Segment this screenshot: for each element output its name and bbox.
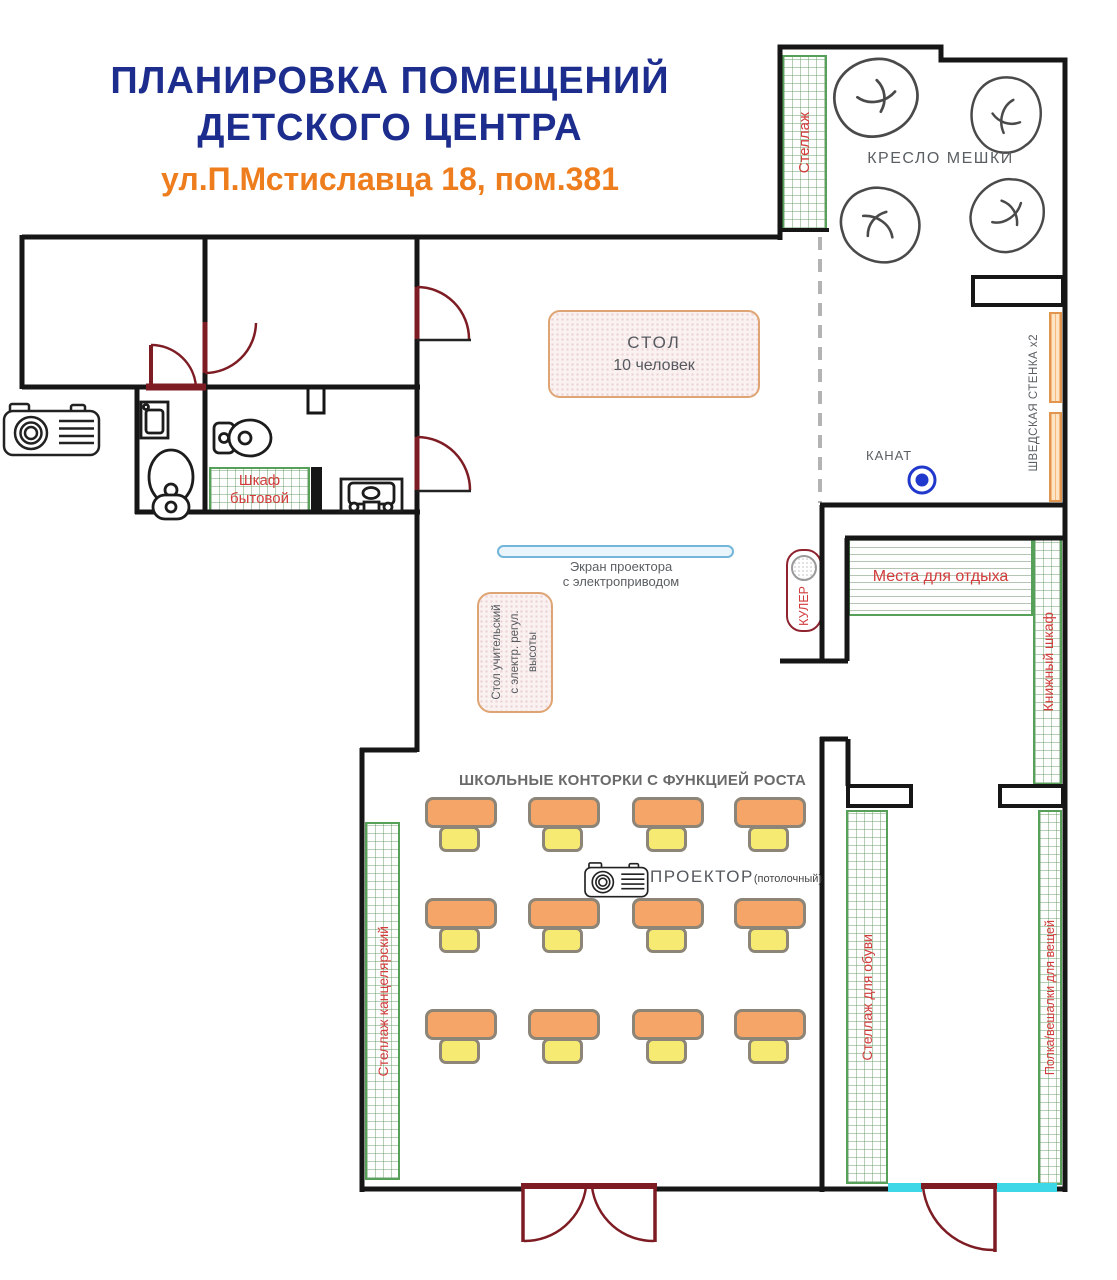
shoe-shelf-label: Стеллаж для обуви [859,933,875,1061]
swedish-wall-bar [1049,412,1062,502]
standing-desk [734,898,806,955]
beanbag-room-label: КРЕСЛО МЕШКИ [867,150,1014,167]
swedish-wall-label-box: ШВЕДСКАЯ СТЕНКА х2 [1024,305,1044,500]
shelf-rack-label: Стеллаж [796,111,813,174]
standing-desk [528,797,600,854]
page-title: ПЛАНИРОВКА ПОМЕЩЕНИЙ ДЕТСКОГО ЦЕНТРА ул.… [40,58,740,199]
rope-icon [907,465,937,495]
shelf-rack: Стеллаж [782,55,827,230]
hanger-shelf: Полка/вешалки для вещей [1038,810,1062,1185]
stationery-shelf-label: Стеллаж канцелярский [374,925,391,1077]
stationery-shelf: Стеллаж канцелярский [365,822,400,1180]
title-address: ул.П.Мстиславца 18, пом.381 [161,161,619,197]
door-swing-arc [921,1186,996,1252]
rest-zone-label: Места для отдыха [872,568,1009,585]
standing-desk [632,797,704,854]
standing-desk [632,1009,704,1066]
water-cooler-label-box: КУЛЕР [786,583,822,629]
standing-desk [734,1009,806,1066]
door-swing-arc [204,322,258,375]
threshold-strip [888,1183,922,1192]
door-swing-arc [590,1186,655,1243]
projector-icon [2,402,101,457]
standing-desk [425,898,497,955]
ceiling-projector-icon [584,862,649,898]
window-niche [971,275,1065,307]
washbasin-icon [339,477,404,513]
bean-bag-icon [955,163,1061,268]
utility-cabinet: Шкаф бытовой [209,467,310,513]
title-line-1: ПЛАНИРОВКА ПОМЕЩЕНИЙ [110,60,670,102]
standing-desk [425,1009,497,1066]
door-swing-arc [523,1186,588,1243]
shoe-shelf: Стеллаж для обуви [846,810,888,1184]
standing-desk [528,898,600,955]
teacher-desk [477,592,553,713]
water-cooler-bottle [791,555,817,581]
projector-note: (потолочный) [753,873,823,885]
bookcase: Книжный шкаф [1033,538,1062,785]
projector-screen-label-1: Экран проектора [569,559,673,574]
teacher-desk-label: Стол учительский с электр. регул. высоты [491,604,539,700]
classroom-heading: ШКОЛЬНЫЕ КОНТОРКИ С ФУНКЦИЕЙ РОСТА [459,772,807,789]
door-swing-arc [150,343,198,388]
sink-icon [139,400,170,440]
wall-stub [846,784,913,808]
rope-label: КАНАТ [866,448,913,463]
projector-screen-label-2: с электроприводом [562,574,680,589]
bean-bag-icon [826,171,934,278]
toilet-icon [147,448,195,521]
rest-zone: Места для отдыха [848,538,1033,616]
bean-bag-icon [824,48,928,147]
projector-screen [497,545,734,558]
door-swing-arc [416,285,471,340]
standing-desk [425,797,497,854]
table-label: СТОЛ [627,333,681,352]
swedish-wall-label: ШВЕДСКАЯ СТЕНКА х2 [1028,333,1040,472]
projector-label: ПРОЕКТОР(потолочный) [650,867,823,886]
wall-stub [311,467,322,513]
title-line-2: ДЕТСКОГО ЦЕНТРА [197,107,583,149]
standing-desk [528,1009,600,1066]
door-swing-arc [416,435,472,491]
table-sublabel: 10 человек [613,357,695,374]
bookcase-label: Книжный шкаф [1039,611,1056,712]
bean-bag-icon [964,70,1048,160]
toilet-icon [212,418,273,458]
swedish-wall-bar [1049,312,1062,403]
wall-stub [998,784,1065,808]
standing-desk [734,797,806,854]
standing-desk [632,898,704,955]
wall-stub [306,387,326,415]
water-cooler-label: КУЛЕР [797,586,811,626]
hanger-shelf-label: Полка/вешалки для вещей [1043,919,1057,1076]
table-10-persons: СТОЛ 10 человек [548,310,760,398]
